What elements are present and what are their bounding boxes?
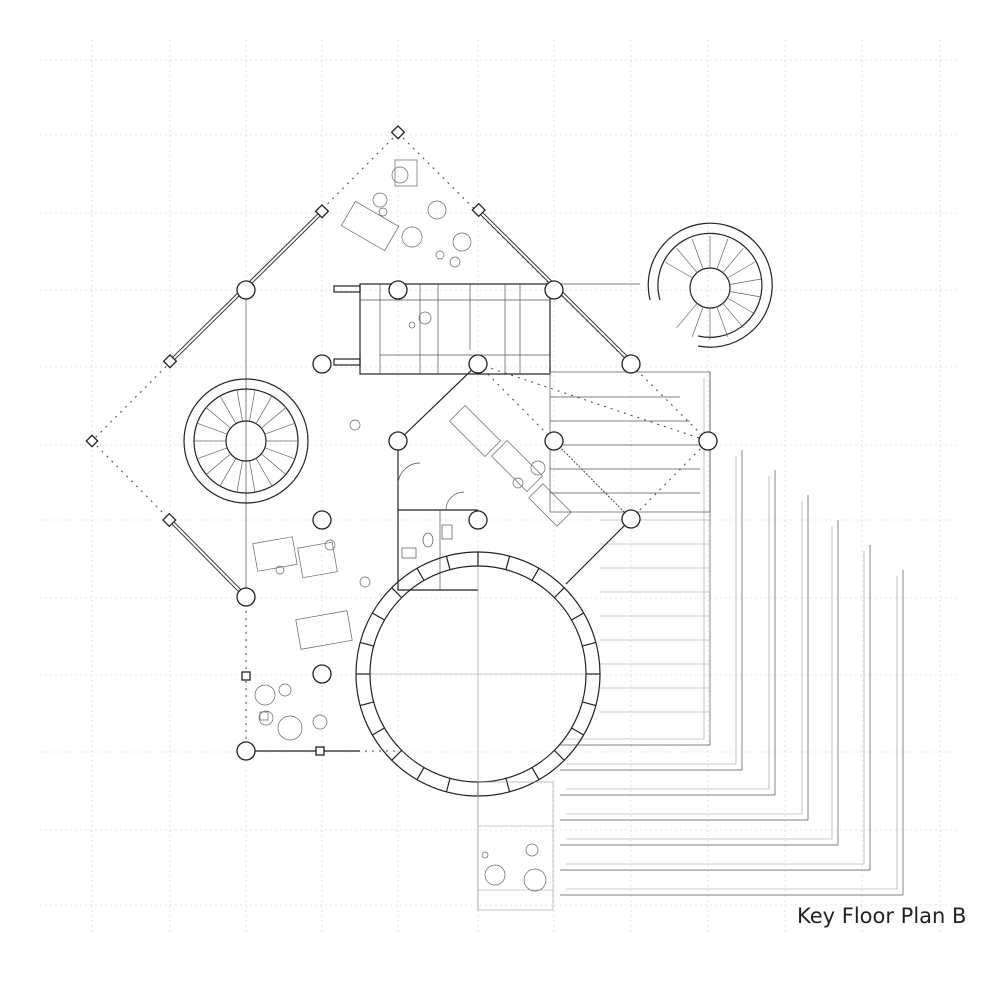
terraced-seating xyxy=(560,372,904,896)
east-stair-steps xyxy=(549,371,711,513)
spiral-stair-west xyxy=(183,378,309,504)
inner-rotated-room xyxy=(397,363,709,585)
background-grid xyxy=(40,40,960,935)
central-stair-block xyxy=(333,283,640,375)
spiral-stair-east xyxy=(647,222,773,348)
columns xyxy=(236,280,718,761)
round-drum xyxy=(355,551,601,911)
washroom-block xyxy=(397,441,478,591)
furniture xyxy=(252,159,572,892)
rotated-square-pavilion xyxy=(85,125,709,599)
drawing-title: Key Floor Plan B xyxy=(797,904,967,928)
